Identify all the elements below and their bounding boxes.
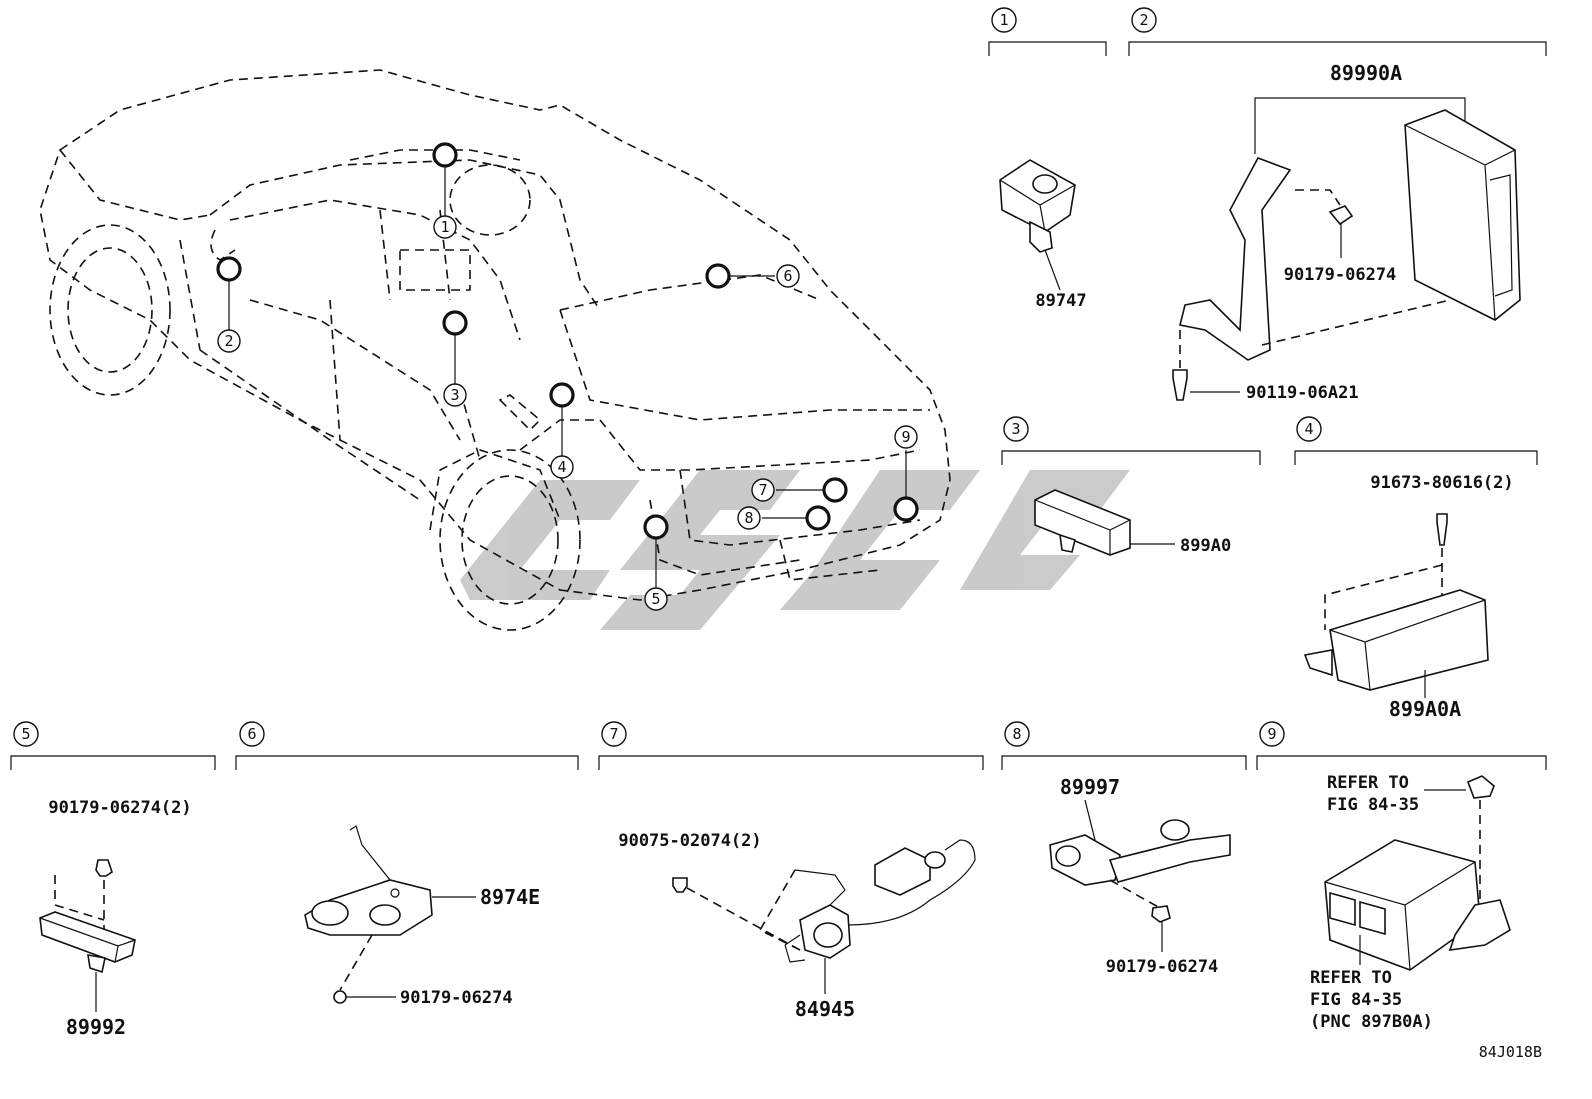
refer-text-5: (PNC 897B0A) <box>1310 1012 1433 1032</box>
part-90075-02074-label: 90075-02074(2) <box>618 831 761 851</box>
section-brackets <box>10 41 1547 770</box>
part-89992-drawing <box>39 859 136 1012</box>
section-callout-3-number: 3 <box>1011 420 1020 438</box>
part-89990A-drawing <box>1172 97 1521 401</box>
car-callout-8: 8 <box>737 506 761 530</box>
section-callout-6-number: 6 <box>247 725 256 743</box>
vehicle-outline <box>39 69 951 631</box>
part-90119-06A21-label: 90119-06A21 <box>1246 383 1359 403</box>
part-89997-drawing <box>1049 799 1231 952</box>
section-callout-8: 8 <box>1004 721 1030 747</box>
part-899A0A-label: 899A0A <box>1389 697 1461 721</box>
section-callout-8-number: 8 <box>1012 725 1021 743</box>
car-callout-3: 3 <box>443 383 467 407</box>
refer-text-4: FIG 84-35 <box>1310 990 1402 1010</box>
car-callout-6-number: 6 <box>783 267 792 285</box>
location-markers <box>216 142 919 588</box>
section-callout-2: 2 <box>1131 7 1157 33</box>
section-callout-1-number: 1 <box>999 11 1008 29</box>
car-callout-5: 5 <box>644 587 668 611</box>
part-89747-label: 89747 <box>1035 291 1086 311</box>
car-callout-9-number: 9 <box>901 428 910 446</box>
refer-text-1: REFER TO <box>1327 773 1409 793</box>
section-callout-4: 4 <box>1296 416 1322 442</box>
car-callout-4: 4 <box>550 455 574 479</box>
car-callout-1: 1 <box>433 215 457 239</box>
section-callout-3: 3 <box>1003 416 1029 442</box>
part-899A0A-drawing <box>1303 513 1489 698</box>
car-callout-7: 7 <box>751 478 775 502</box>
part-89992-label: 89992 <box>66 1015 126 1039</box>
section-callout-5-number: 5 <box>21 725 30 743</box>
car-callout-9: 9 <box>894 425 918 449</box>
section-callout-9: 9 <box>1259 721 1285 747</box>
car-callout-1-number: 1 <box>440 218 449 236</box>
part-90179-06274-2-label: 90179-06274(2) <box>48 798 191 818</box>
section-callout-7-number: 7 <box>609 725 618 743</box>
car-callout-6: 6 <box>776 264 800 288</box>
section-callout-2-number: 2 <box>1139 11 1148 29</box>
part-89990A-label: 89990A <box>1330 61 1402 85</box>
section-callout-5: 5 <box>13 721 39 747</box>
section-callout-1: 1 <box>991 7 1017 33</box>
part-90179-06274-label-b: 90179-06274 <box>400 988 513 1008</box>
part-90179-06274-label-c: 90179-06274 <box>1106 957 1219 977</box>
part-8974E-drawing <box>304 825 476 1004</box>
section-callout-9-number: 9 <box>1267 725 1276 743</box>
part-89747-drawing <box>999 159 1076 291</box>
car-callout-3-number: 3 <box>450 386 459 404</box>
car-callout-7-number: 7 <box>758 481 767 499</box>
refer-text-3: REFER TO <box>1310 968 1392 988</box>
watermark-logo <box>460 470 1130 630</box>
part-84945-label: 84945 <box>795 997 855 1021</box>
part-90179-06274-label-a: 90179-06274 <box>1284 265 1397 285</box>
section-callout-7: 7 <box>601 721 627 747</box>
part-refer-ecu-drawing <box>1324 775 1511 971</box>
section-callout-6: 6 <box>239 721 265 747</box>
car-callout-5-number: 5 <box>651 590 660 608</box>
part-91673-80616-label: 91673-80616(2) <box>1370 473 1513 493</box>
part-8974E-label: 8974E <box>480 885 540 909</box>
diagram-code: 84J018B <box>1479 1043 1542 1061</box>
car-callout-2-number: 2 <box>224 332 233 350</box>
part-89997-label: 89997 <box>1060 775 1120 799</box>
car-callout-4-number: 4 <box>557 458 566 476</box>
refer-text-2: FIG 84-35 <box>1327 795 1419 815</box>
section-callout-4-number: 4 <box>1304 420 1313 438</box>
car-callout-2: 2 <box>217 329 241 353</box>
car-callout-8-number: 8 <box>744 509 753 527</box>
part-899A0-drawing <box>1034 489 1175 556</box>
part-899A0-label: 899A0 <box>1180 536 1231 556</box>
part-84945-drawing <box>672 839 976 994</box>
